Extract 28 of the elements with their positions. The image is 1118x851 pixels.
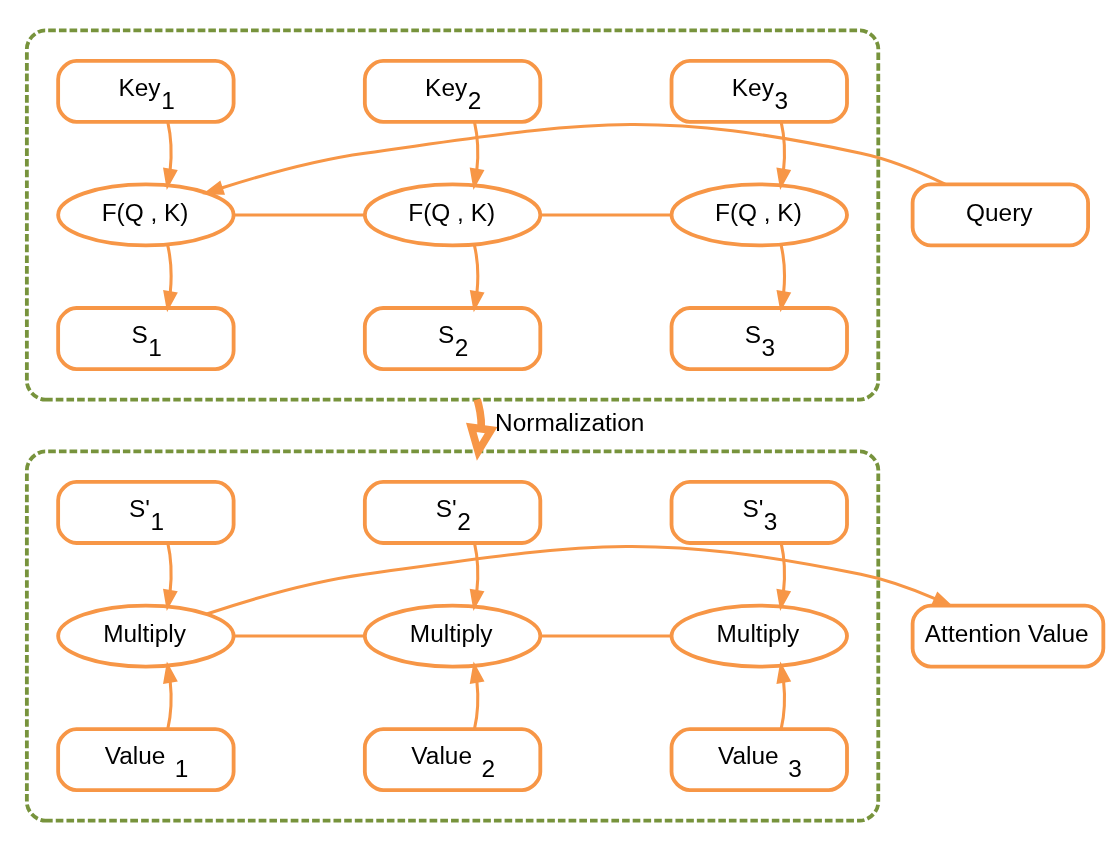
node-box: Query	[910, 182, 1090, 248]
arrow	[776, 661, 792, 730]
arrow	[469, 244, 485, 313]
connector	[540, 634, 672, 638]
arrow	[163, 661, 178, 730]
arrow	[469, 661, 485, 730]
arrow	[469, 542, 485, 611]
arrow	[163, 542, 178, 611]
arrow	[202, 123, 946, 195]
connector	[233, 213, 365, 217]
node-box: Attention Value	[910, 603, 1106, 669]
edge-label: Normalization	[495, 409, 645, 437]
arrow	[206, 545, 954, 616]
connector	[540, 213, 672, 217]
cluster	[24, 28, 881, 402]
arrow	[776, 121, 792, 190]
arrow	[776, 244, 792, 313]
node-ellipse: F(Q , K)	[362, 182, 543, 248]
node-ellipse: Multiply	[56, 603, 236, 669]
node-ellipse: Multiply	[362, 603, 543, 669]
node-ellipse: F(Q , K)	[669, 182, 849, 248]
arrow	[163, 244, 178, 313]
connector	[233, 634, 365, 638]
node-ellipse: Multiply	[669, 603, 849, 669]
cluster	[24, 449, 881, 823]
arrow	[163, 121, 178, 190]
arrow	[469, 121, 485, 190]
arrow	[776, 542, 792, 611]
